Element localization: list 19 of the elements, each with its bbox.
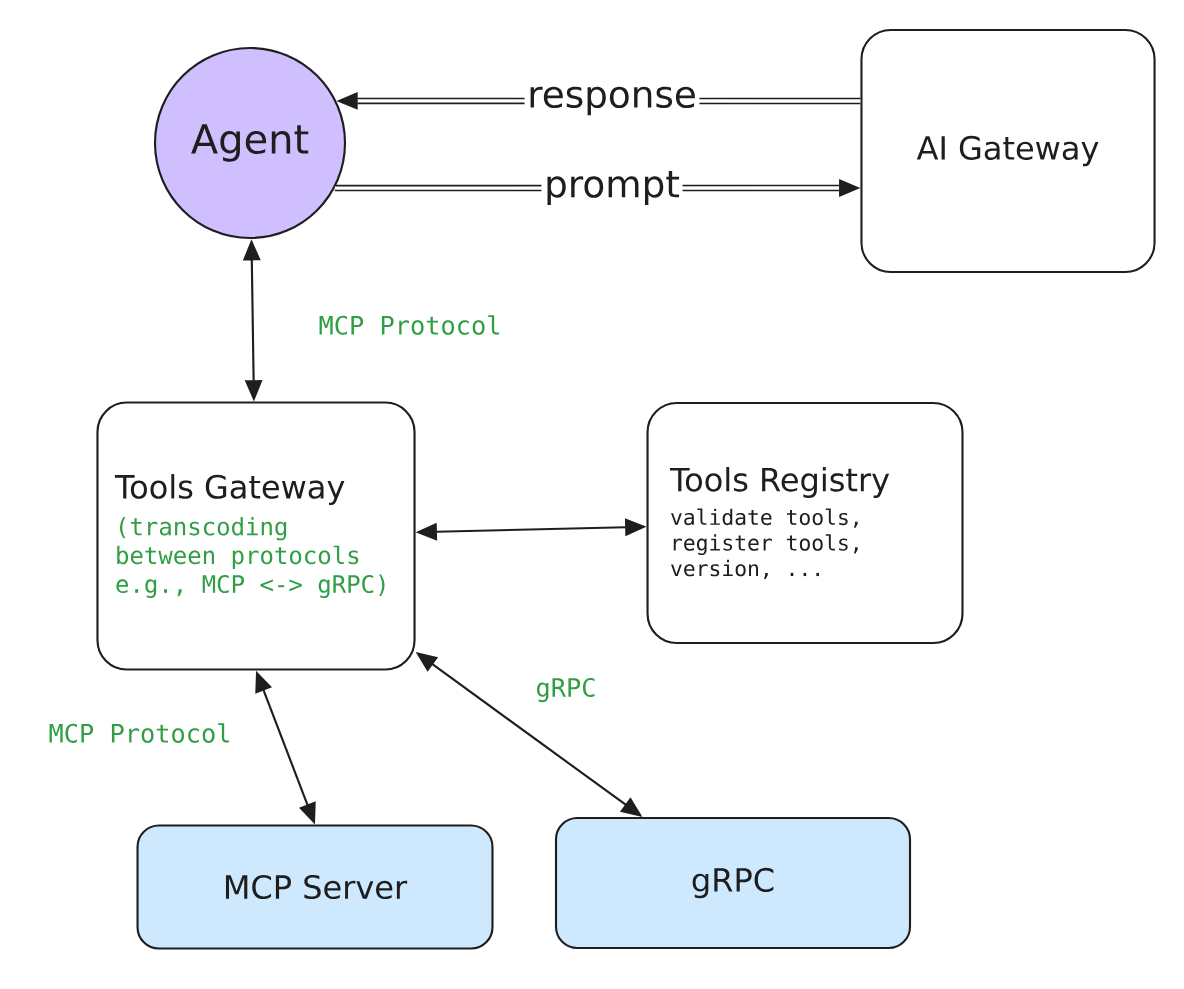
- server-box: [136, 824, 494, 950]
- edge-label: MCP Protocol: [319, 315, 500, 335]
- registry-box: [646, 401, 964, 645]
- gateway-box: [96, 401, 416, 671]
- edge-label: prompt: [547, 171, 680, 205]
- node-title: AI Gateway: [916, 135, 1099, 167]
- node-description: (transcoding between protocols e.g., MCP <-> gRPC): [116, 516, 385, 598]
- gateway-box: [860, 28, 1156, 274]
- edge-label: gRPC: [537, 677, 595, 703]
- node-title: Agent: [191, 124, 309, 162]
- edge-label: response: [530, 86, 695, 116]
- edge-label: MCP Protocol: [49, 723, 230, 743]
- node-description: validate tools, register tools, version, ...: [671, 508, 858, 580]
- agent-circle: [153, 46, 347, 240]
- service-box: [554, 816, 912, 950]
- node-title: MCP Server: [225, 874, 408, 900]
- node-title: Tools Gateway: [114, 474, 345, 506]
- node-title: gRPC: [692, 867, 774, 899]
- node-title: Tools Registry: [669, 466, 890, 498]
